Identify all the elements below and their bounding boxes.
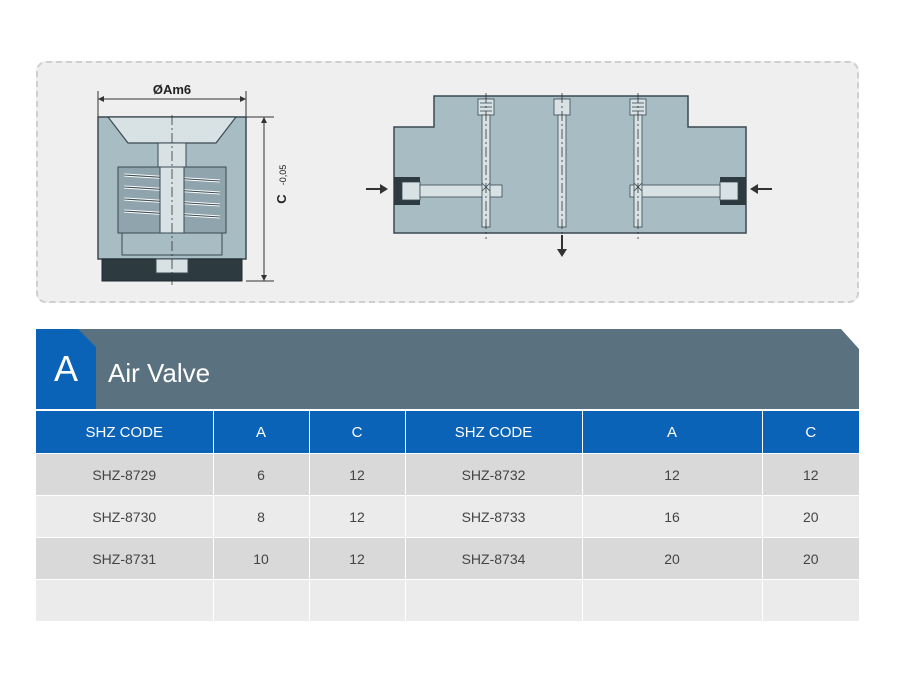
table-cell: 20 (762, 537, 859, 580)
table-cell: 6 (213, 453, 310, 496)
table-cell: 20 (582, 537, 763, 580)
table-cell: SHZ-8734 (405, 537, 583, 580)
banner-background (36, 329, 859, 409)
table-cell: SHZ-8729 (36, 453, 214, 496)
table-cell: SHZ-8732 (405, 453, 583, 496)
table-cell: 12 (309, 537, 406, 580)
header-a-2: A (582, 411, 763, 454)
table-header-row: SHZ CODE A C SHZ CODE A C (36, 411, 859, 454)
table-row: SHZ-8729 6 12 SHZ-8732 12 12 (36, 453, 859, 496)
height-tolerance: -0,05 (278, 165, 288, 186)
manifold-block (366, 93, 772, 257)
technical-drawing-panel: ØAm6 (36, 61, 859, 303)
table-cell (762, 579, 859, 621)
table-cell: 16 (582, 495, 763, 538)
header-shz-code-2: SHZ CODE (405, 411, 583, 454)
diameter-label: ØAm6 (153, 82, 191, 97)
table-cell: 12 (582, 453, 763, 496)
table-cell: 8 (213, 495, 310, 538)
valve-cross-section: ØAm6 (97, 82, 289, 285)
header-c: C (309, 411, 406, 454)
table-cell (309, 579, 406, 621)
table-cell: SHZ-8731 (36, 537, 214, 580)
table-cell (36, 579, 214, 621)
table-cell: 10 (213, 537, 310, 580)
table-cell: 12 (309, 495, 406, 538)
table-cell (405, 579, 583, 621)
table-cell: SHZ-8733 (405, 495, 583, 538)
table-row (36, 579, 859, 621)
section-banner: A Air Valve (36, 329, 859, 409)
section-title: Air Valve (108, 358, 211, 388)
table-row: SHZ-8730 8 12 SHZ-8733 16 20 (36, 495, 859, 538)
table-cell: 12 (762, 453, 859, 496)
header-a: A (213, 411, 310, 454)
header-shz-code: SHZ CODE (36, 411, 214, 454)
table-cell: 20 (762, 495, 859, 538)
height-label: C (274, 194, 289, 204)
technical-drawing: ØAm6 (97, 82, 772, 285)
section-letter: A (36, 329, 96, 409)
table-cell: 12 (309, 453, 406, 496)
table-cell: SHZ-8730 (36, 495, 214, 538)
table-cell (213, 579, 310, 621)
header-c-2: C (762, 411, 859, 454)
table-row: SHZ-8731 10 12 SHZ-8734 20 20 (36, 537, 859, 580)
spec-table: SHZ CODE A C SHZ CODE A C SHZ-8729 6 12 … (36, 411, 859, 621)
table-cell (582, 579, 763, 621)
